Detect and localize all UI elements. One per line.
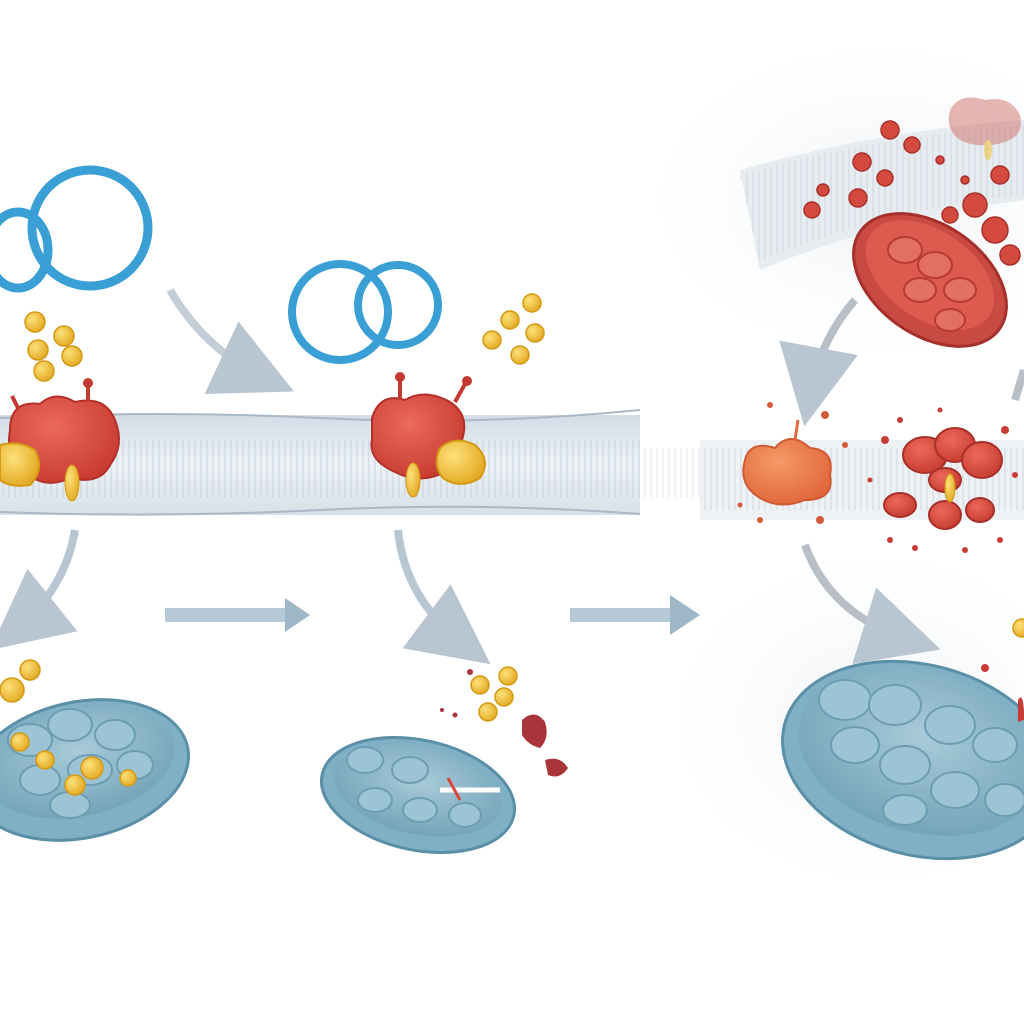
protein-complex-icon [948,97,1021,160]
gold-particle-icon [1012,618,1024,638]
curved-arrow-icon [1011,368,1024,402]
curved-arrow-icon [394,529,491,665]
straight-arrow-icon [670,595,700,635]
curved-arrow-icon [166,287,294,394]
curved-arrow-icon [0,529,79,650]
fragment-icon [803,120,1021,266]
fragment-icon [737,402,848,524]
fragment-icon [440,669,568,777]
protein-complex-icon [742,419,832,506]
curved-arrow-icon [801,543,941,664]
protein-complex-icon [0,378,120,502]
mitochondrion-icon [852,212,1008,348]
straight-arrow-icon [285,598,310,632]
mitochondrion-icon [781,659,1024,861]
gold-particle-icon [0,659,137,796]
fragment-icon [981,664,1024,722]
gold-particle-icon [482,293,545,365]
dna-ring-icon [288,260,442,364]
fragment-icon [867,407,1018,553]
protein-complex-icon [370,372,486,498]
mitochondrion-icon [319,735,517,855]
curved-arrow-icon [779,297,859,427]
membrane-band-icon [0,409,1024,520]
gold-particle-icon [24,311,83,382]
membrane-band-icon [740,120,1024,270]
gold-particle-icon [470,666,518,722]
mitochondrion-icon [0,659,191,842]
protein-complex-icon [883,427,1003,530]
dna-ring-icon [0,165,153,293]
